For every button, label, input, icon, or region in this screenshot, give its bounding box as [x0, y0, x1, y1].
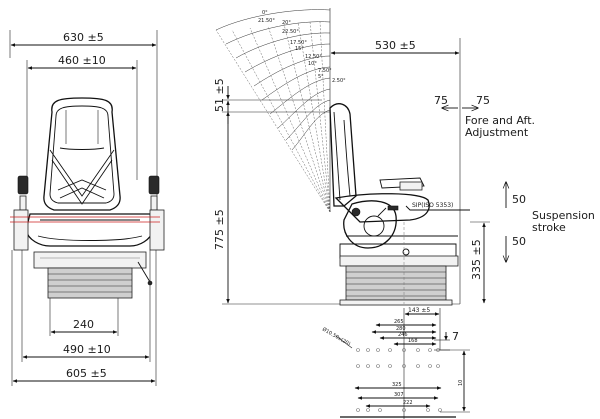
angle-label: 5° [318, 74, 324, 80]
angle-label: 0° [262, 10, 268, 16]
front-bellows [47, 267, 133, 299]
suspension-label: Suspension [532, 209, 595, 222]
side-bellows [345, 265, 447, 301]
suspension-up: 50 [512, 193, 526, 206]
angle-label: 2.50° [332, 78, 346, 84]
dim-overall-height: 775 ±5 [213, 209, 226, 250]
front-view: 630 ±5 460 ±10 [9, 30, 165, 386]
dim-168: 168 [408, 338, 418, 344]
dim-246: 246 [398, 332, 408, 338]
dim-overall-width: 630 ±5 [63, 31, 104, 44]
dim-headrest: 51 ±5 [213, 78, 226, 112]
angle-label: 21.50° [258, 18, 275, 24]
mounting-holes [356, 348, 442, 412]
dim-265: 265 [394, 319, 404, 325]
angle-label: 22.50° [282, 29, 299, 35]
dim-suspension-height: 335 ±5 [470, 239, 483, 280]
dim-depth: 530 ±5 [375, 39, 416, 52]
angle-label: 20° [282, 20, 291, 26]
fore-aft-label: Fore and Aft. [465, 114, 535, 127]
angle-label: 7.50° [318, 68, 332, 74]
side-view: 0° 21.50° 20° 22.50° 17.50° 15° 12.50° 1… [213, 8, 595, 306]
suspension-label: stroke [532, 221, 566, 234]
dim-280: 280 [396, 326, 406, 332]
dim-backrest-width: 460 ±10 [58, 54, 106, 67]
fore-aft-label: Adjustment [465, 126, 529, 139]
base-plate-view: 143 ±5 265 280 246 168 Ø10.50x(20) 7 [321, 307, 470, 419]
fore-aft-left: 75 [434, 94, 448, 107]
dim-222: 222 [403, 400, 413, 406]
dim-7: 7 [452, 330, 459, 343]
left-armrest [17, 175, 29, 195]
angle-label: 15° [295, 46, 304, 52]
front-seat-cushion [25, 213, 155, 247]
dim-325: 325 [392, 382, 402, 388]
fore-aft-right: 75 [476, 94, 490, 107]
angle-label: 10° [308, 61, 317, 67]
angle-label: 17.50° [290, 40, 307, 46]
right-armrest [148, 175, 160, 195]
dim-bottom-width: 605 ±5 [66, 367, 107, 380]
front-backrest [43, 97, 121, 211]
recline-angle-fan: 0° 21.50° 20° 22.50° 17.50° 15° 12.50° 1… [215, 8, 346, 213]
side-suspension-frame [339, 255, 459, 267]
front-suspension-frame [33, 251, 147, 269]
sip-label: SIP(ISO 5353) [412, 202, 453, 209]
angle-label: 12.50° [305, 54, 322, 60]
dim-307: 307 [394, 392, 404, 398]
dim-base-width: 240 [73, 318, 94, 331]
dim-offset: 143 ±5 [408, 307, 430, 314]
side-seat [329, 103, 458, 261]
dim-side: 10 [458, 380, 464, 386]
suspension-down: 50 [512, 235, 526, 248]
dim-lower-width: 490 ±10 [63, 343, 111, 356]
